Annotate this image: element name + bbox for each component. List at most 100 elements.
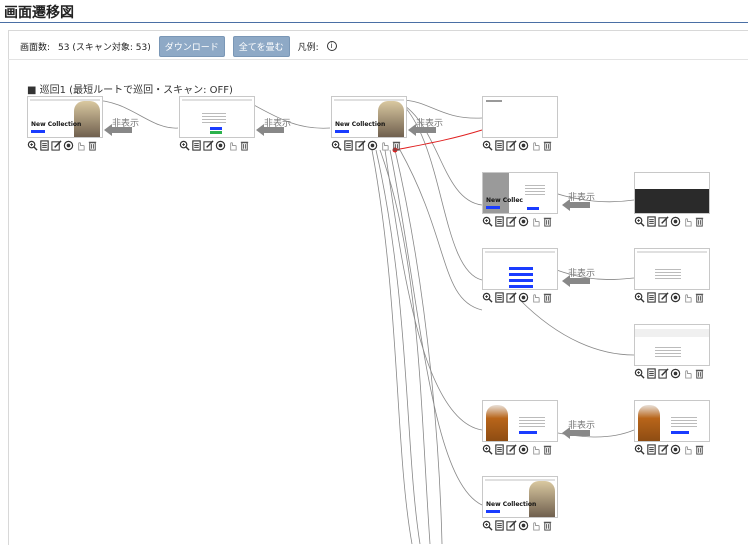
screen-thumbnail[interactable]: [179, 96, 255, 138]
trash-icon[interactable]: [391, 140, 402, 151]
screen-node[interactable]: [482, 96, 558, 152]
zoom-icon[interactable]: [634, 368, 645, 379]
hand-icon[interactable]: [530, 216, 541, 227]
trash-icon[interactable]: [87, 140, 98, 151]
document-icon[interactable]: [191, 140, 202, 151]
scan-icon[interactable]: [670, 292, 681, 303]
screen-node[interactable]: [634, 248, 710, 304]
screen-node[interactable]: New Collection: [27, 96, 103, 152]
document-icon[interactable]: [646, 292, 657, 303]
document-icon[interactable]: [494, 444, 505, 455]
document-icon[interactable]: [343, 140, 354, 151]
zoom-icon[interactable]: [634, 444, 645, 455]
hand-icon[interactable]: [530, 520, 541, 531]
edit-icon[interactable]: [506, 216, 517, 227]
screen-thumbnail[interactable]: [482, 400, 558, 442]
document-icon[interactable]: [494, 520, 505, 531]
trash-icon[interactable]: [542, 292, 553, 303]
screen-node[interactable]: [634, 400, 710, 456]
document-icon[interactable]: [646, 444, 657, 455]
hand-icon[interactable]: [530, 444, 541, 455]
trash-icon[interactable]: [542, 216, 553, 227]
edit-icon[interactable]: [506, 520, 517, 531]
edit-icon[interactable]: [506, 140, 517, 151]
screen-node[interactable]: [482, 248, 558, 304]
screen-thumbnail[interactable]: [634, 400, 710, 442]
trash-icon[interactable]: [542, 520, 553, 531]
screen-thumbnail[interactable]: [634, 172, 710, 214]
screen-thumbnail[interactable]: [634, 248, 710, 290]
screen-node[interactable]: [482, 400, 558, 456]
screen-thumbnail[interactable]: [634, 324, 710, 366]
trash-icon[interactable]: [239, 140, 250, 151]
edit-icon[interactable]: [203, 140, 214, 151]
screen-thumbnail[interactable]: New Collection: [331, 96, 407, 138]
scan-icon[interactable]: [518, 216, 529, 227]
collapse-all-button[interactable]: 全てを畳む: [232, 35, 290, 57]
hand-icon[interactable]: [379, 140, 390, 151]
zoom-icon[interactable]: [482, 292, 493, 303]
edit-icon[interactable]: [658, 292, 669, 303]
hand-icon[interactable]: [682, 444, 693, 455]
screen-thumbnail[interactable]: New Collection: [27, 96, 103, 138]
scan-icon[interactable]: [367, 140, 378, 151]
screen-node[interactable]: [634, 172, 710, 228]
trash-icon[interactable]: [694, 216, 705, 227]
trash-icon[interactable]: [694, 368, 705, 379]
hand-icon[interactable]: [530, 140, 541, 151]
zoom-icon[interactable]: [179, 140, 190, 151]
hand-icon[interactable]: [682, 368, 693, 379]
screen-thumbnail[interactable]: [482, 96, 558, 138]
edit-icon[interactable]: [51, 140, 62, 151]
hand-icon[interactable]: [227, 140, 238, 151]
document-icon[interactable]: [646, 368, 657, 379]
scan-icon[interactable]: [518, 444, 529, 455]
zoom-icon[interactable]: [482, 444, 493, 455]
trash-icon[interactable]: [694, 444, 705, 455]
edit-icon[interactable]: [355, 140, 366, 151]
trash-icon[interactable]: [694, 292, 705, 303]
hand-icon[interactable]: [530, 292, 541, 303]
edit-icon[interactable]: [506, 444, 517, 455]
screen-thumbnail[interactable]: [482, 248, 558, 290]
scan-icon[interactable]: [518, 140, 529, 151]
trash-icon[interactable]: [542, 444, 553, 455]
edit-icon[interactable]: [658, 444, 669, 455]
scan-icon[interactable]: [670, 368, 681, 379]
zoom-icon[interactable]: [27, 140, 38, 151]
zoom-icon[interactable]: [634, 292, 645, 303]
screen-node[interactable]: New Collec: [482, 172, 558, 228]
edit-icon[interactable]: [658, 216, 669, 227]
hand-icon[interactable]: [75, 140, 86, 151]
hand-icon[interactable]: [682, 216, 693, 227]
info-icon[interactable]: i: [326, 41, 337, 51]
edit-icon[interactable]: [658, 368, 669, 379]
zoom-icon[interactable]: [482, 140, 493, 151]
edit-icon[interactable]: [506, 292, 517, 303]
trash-icon[interactable]: [542, 140, 553, 151]
scan-icon[interactable]: [518, 292, 529, 303]
screen-thumbnail[interactable]: New Collec: [482, 172, 558, 214]
scan-icon[interactable]: [215, 140, 226, 151]
zoom-icon[interactable]: [634, 216, 645, 227]
scan-icon[interactable]: [670, 444, 681, 455]
screen-node[interactable]: [634, 324, 710, 380]
hand-icon[interactable]: [682, 292, 693, 303]
document-icon[interactable]: [39, 140, 50, 151]
zoom-icon[interactable]: [482, 216, 493, 227]
download-button[interactable]: ダウンロード: [158, 35, 225, 57]
document-icon[interactable]: [494, 140, 505, 151]
document-icon[interactable]: [494, 292, 505, 303]
screen-thumbnail[interactable]: New Collection: [482, 476, 558, 518]
document-icon[interactable]: [494, 216, 505, 227]
scan-icon[interactable]: [63, 140, 74, 151]
screen-node[interactable]: New Collection: [482, 476, 558, 532]
document-icon[interactable]: [646, 216, 657, 227]
scan-icon[interactable]: [670, 216, 681, 227]
zoom-icon[interactable]: [482, 520, 493, 531]
screen-node[interactable]: New Collection: [331, 96, 407, 152]
zoom-icon[interactable]: [331, 140, 342, 151]
thumbnail-headline: New Collec: [486, 197, 523, 204]
scan-icon[interactable]: [518, 520, 529, 531]
screen-node[interactable]: [179, 96, 255, 152]
